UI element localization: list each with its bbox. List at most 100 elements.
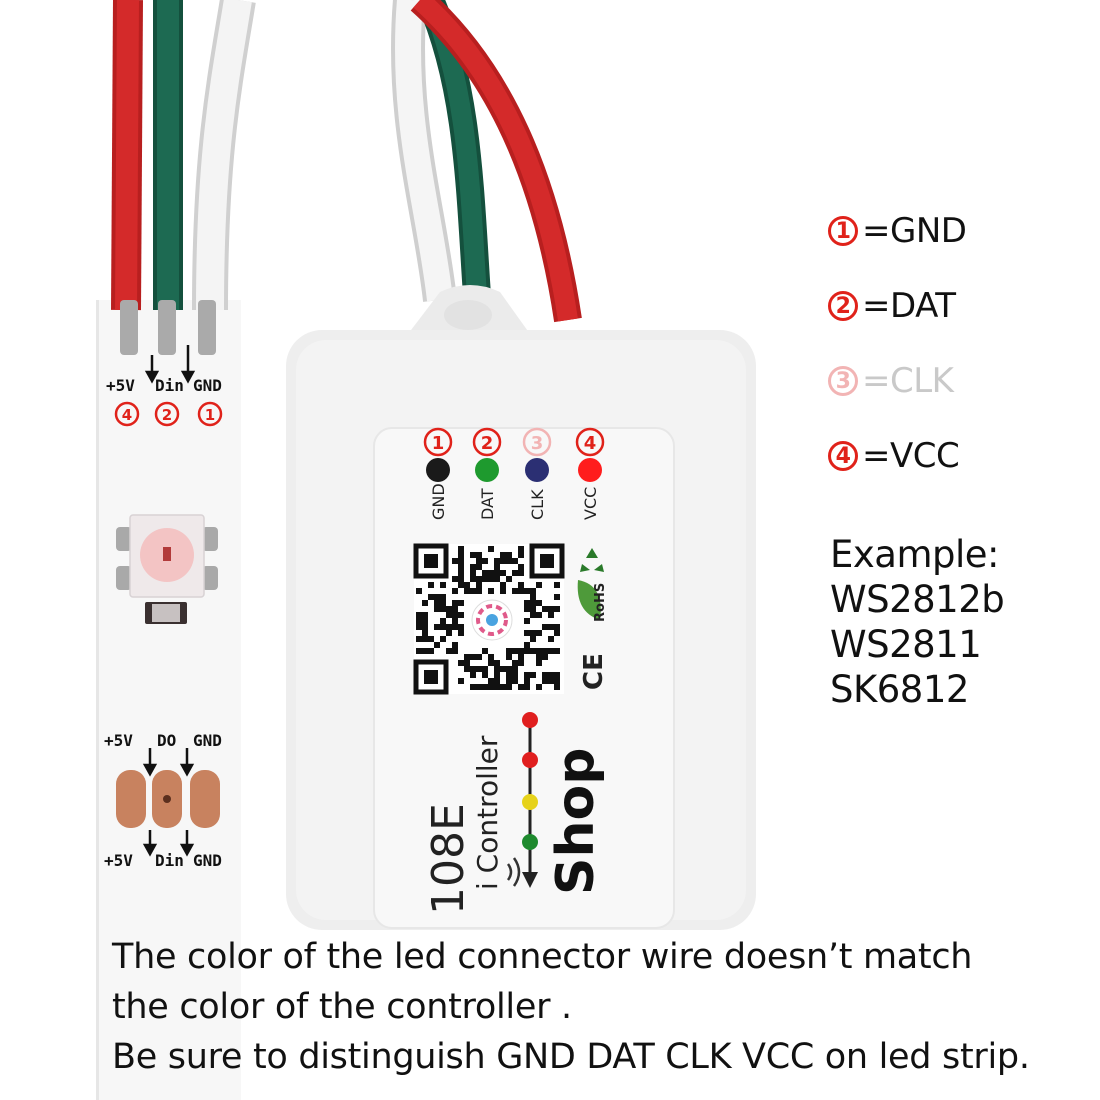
qr-module [470, 684, 476, 690]
qr-module [530, 648, 536, 654]
qr-module [506, 576, 512, 582]
caption-line-1: The color of the led connector wire does… [112, 937, 973, 977]
qr-module [476, 552, 482, 558]
qr-module [536, 600, 542, 606]
strip-mid-do-label: DO [157, 731, 176, 750]
qr-module [548, 606, 554, 612]
controller-brand-text: Shop [546, 748, 606, 895]
qr-module [524, 600, 530, 606]
example-title: Example: [830, 533, 1000, 576]
qr-module [452, 600, 458, 606]
qr-module [530, 594, 536, 600]
qr-module [470, 564, 476, 570]
pin-dot-vcc [578, 458, 602, 482]
legend-num-3: 3 [828, 366, 858, 396]
rohs-label: RoHS [593, 583, 608, 622]
strip-top-num-gnd: 1 [205, 406, 215, 424]
rohs-leaf-icon [577, 580, 601, 620]
qr-module [464, 666, 470, 672]
qr-module [452, 618, 458, 624]
qr-module [524, 630, 530, 636]
qr-module [422, 630, 428, 636]
qr-module [482, 684, 488, 690]
controller-pin-num-1: 1 [432, 433, 445, 454]
controller-pin-num-4: 4 [584, 433, 597, 454]
qr-module [554, 630, 560, 636]
example-item-ws2811: WS2811 [830, 623, 982, 666]
qr-module [506, 672, 512, 678]
controller-pin-label-clk: CLK [528, 489, 547, 520]
qr-module [530, 606, 536, 612]
qr-module [554, 624, 560, 630]
qr-module [440, 636, 446, 642]
legend-text-vcc: =VCC [862, 436, 960, 476]
qr-module [458, 624, 464, 630]
qr-module [488, 660, 494, 666]
qr-module [506, 666, 512, 672]
qr-module [494, 660, 500, 666]
qr-module [452, 648, 458, 654]
qr-module [554, 684, 560, 690]
qr-module [488, 684, 494, 690]
legend-num-2: 2 [828, 291, 858, 321]
certification-marks: RoHS CE [577, 548, 609, 690]
qr-module [548, 648, 554, 654]
qr-module [524, 642, 530, 648]
qr-module [476, 654, 482, 660]
qr-module [476, 564, 482, 570]
qr-module [500, 552, 506, 558]
strip-wires [111, 0, 256, 355]
qr-module [476, 576, 482, 582]
qr-module [524, 672, 530, 678]
qr-module [422, 600, 428, 606]
qr-module [470, 666, 476, 672]
qr-module [452, 576, 458, 582]
qr-module [470, 552, 476, 558]
qr-module [524, 648, 530, 654]
qr-module [458, 546, 464, 552]
strip-arrows-top [144, 345, 196, 384]
qr-module [542, 624, 548, 630]
qr-module [464, 588, 470, 594]
qr-module [428, 636, 434, 642]
qr-module [440, 606, 446, 612]
qr-module [512, 648, 518, 654]
qr-module [458, 552, 464, 558]
qr-module [470, 576, 476, 582]
qr-module [422, 648, 428, 654]
qr-module [422, 636, 428, 642]
qr-module [536, 630, 542, 636]
qr-module [524, 606, 530, 612]
controller-pin-num-3: 3 [531, 433, 544, 454]
qr-module [452, 558, 458, 564]
qr-module [452, 642, 458, 648]
qr-code [413, 543, 565, 695]
qr-module [482, 672, 488, 678]
qr-module [488, 678, 494, 684]
qr-module [524, 588, 530, 594]
controller-pin-numbers: 1 2 3 4 [423, 427, 605, 457]
qr-module [512, 660, 518, 666]
qr-module [482, 558, 488, 564]
qr-module [482, 666, 488, 672]
qr-module [464, 582, 470, 588]
qr-module [518, 570, 524, 576]
qr-module [548, 612, 554, 618]
controller-wires [391, 0, 582, 323]
strip-bottom-din-label: Din [155, 851, 184, 870]
qr-module [488, 654, 494, 660]
qr-module [476, 558, 482, 564]
qr-module [464, 654, 470, 660]
qr-module [476, 684, 482, 690]
qr-module [434, 642, 440, 648]
qr-module [530, 612, 536, 618]
qr-module [530, 588, 536, 594]
qr-module [470, 588, 476, 594]
qr-module [452, 588, 458, 594]
pin-dot-clk [525, 458, 549, 482]
qr-module [428, 594, 434, 600]
qr-module [536, 660, 542, 666]
qr-module [434, 606, 440, 612]
qr-module [512, 672, 518, 678]
qr-module [416, 612, 422, 618]
